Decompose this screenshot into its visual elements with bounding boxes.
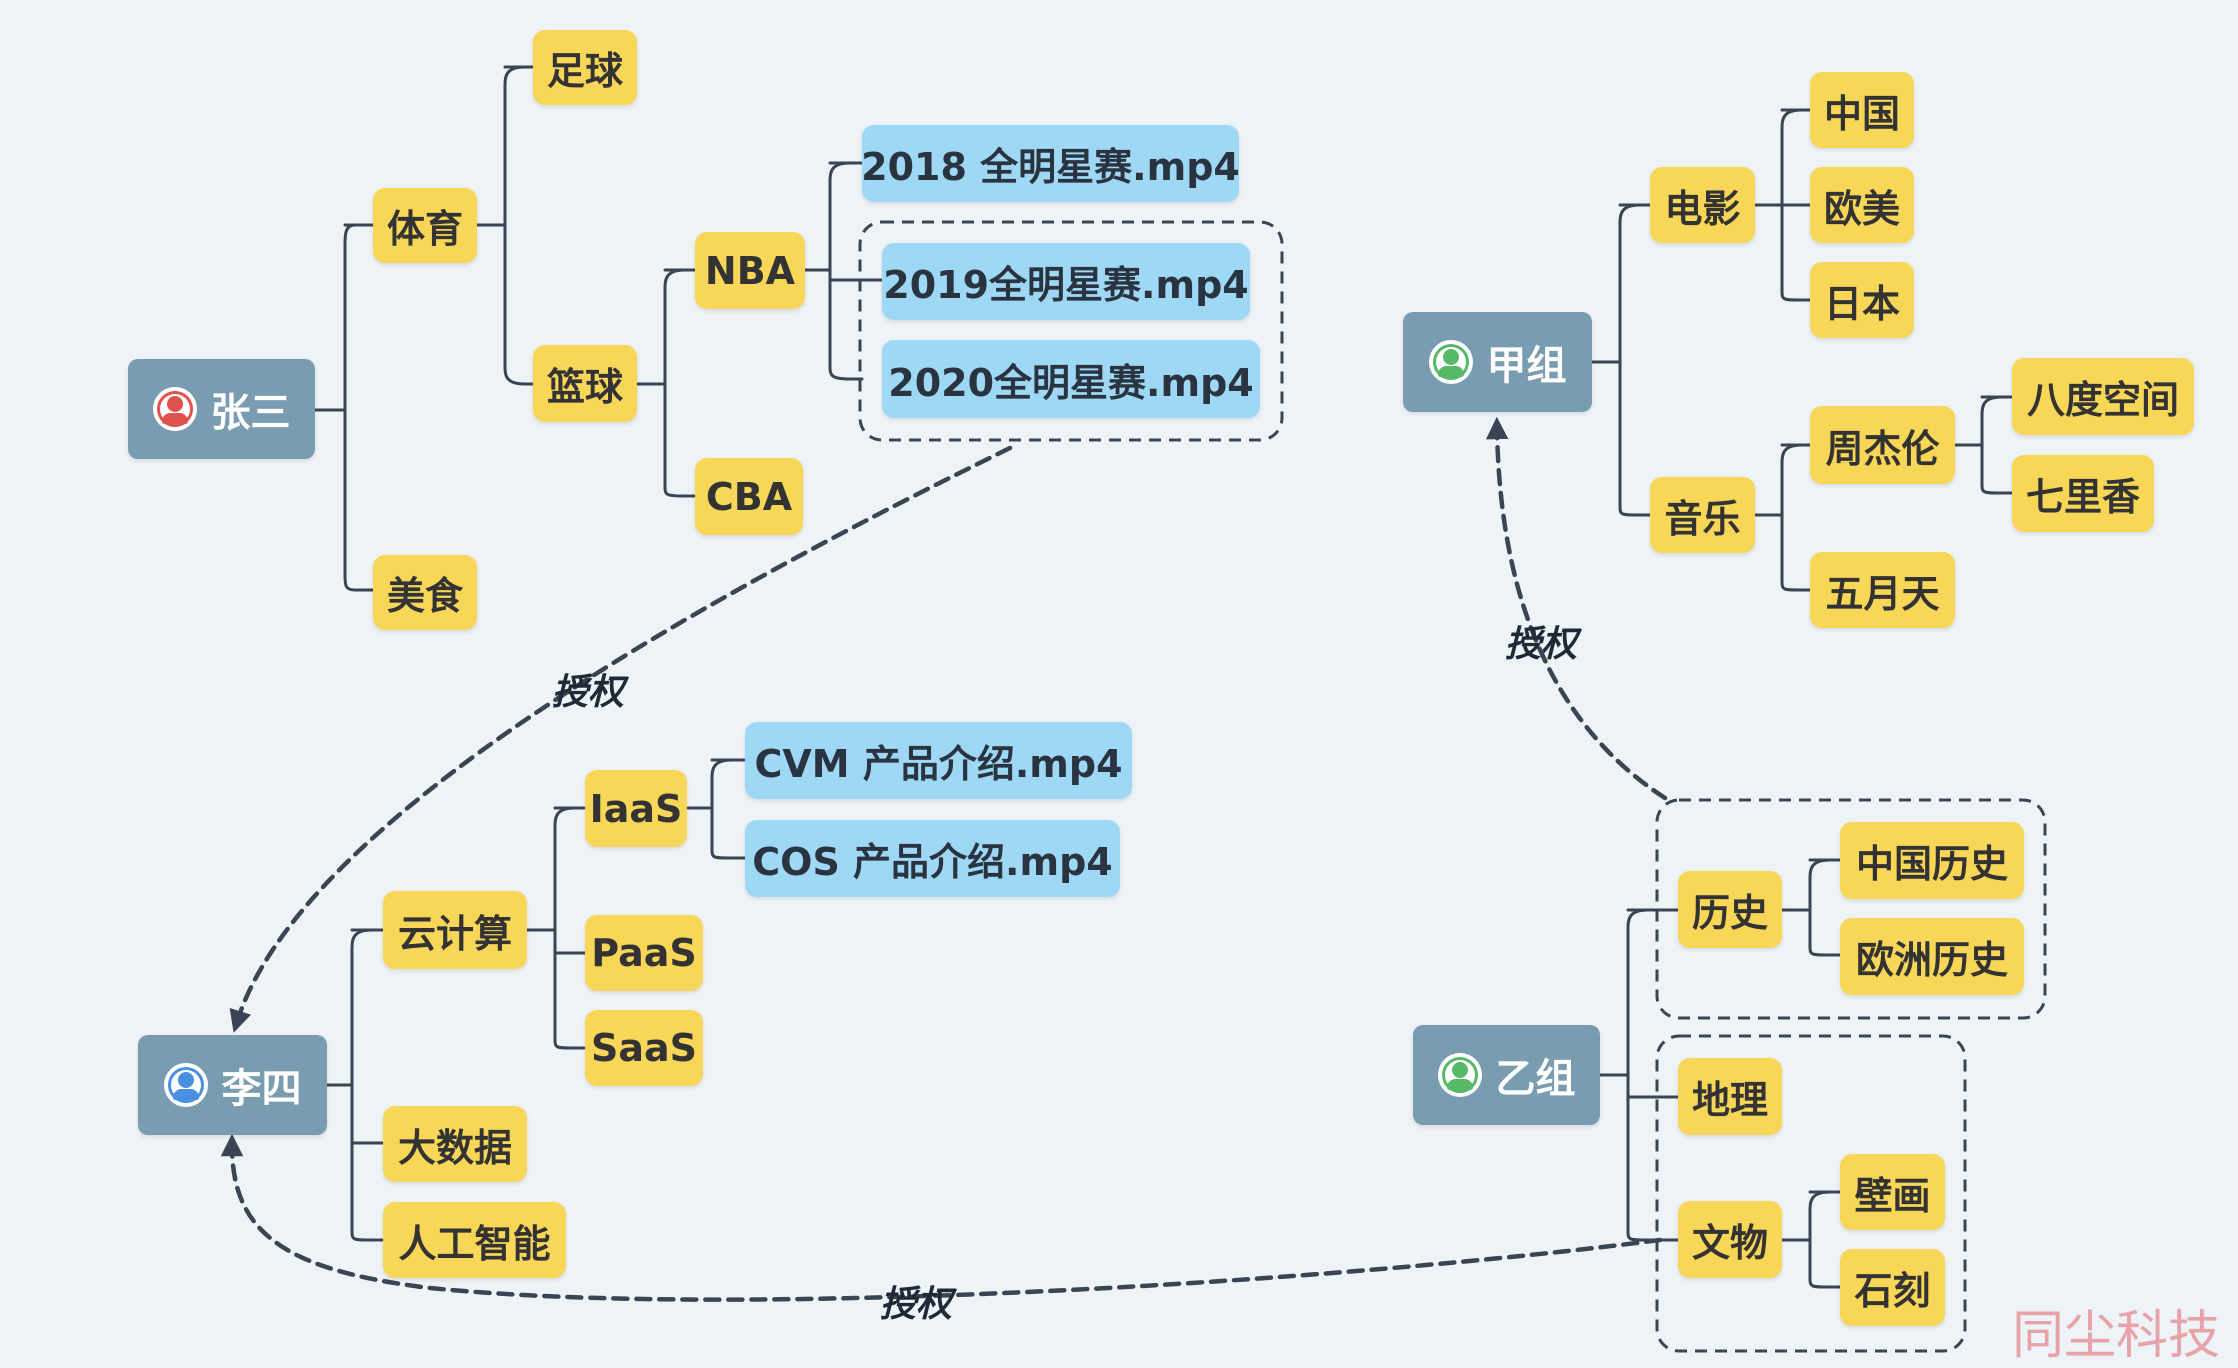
auth-label-zhangsan-lisi: 授权 bbox=[552, 672, 625, 713]
root-jiazu[interactable]: 甲组 bbox=[1403, 312, 1592, 412]
root-yizu[interactable]: 乙组 bbox=[1413, 1025, 1600, 1125]
file-2018-allstar[interactable]: 2018 全明星赛.mp4 bbox=[861, 125, 1240, 202]
root-label: 张三 bbox=[210, 390, 291, 436]
topic-iaas[interactable]: IaaS bbox=[585, 770, 687, 847]
root-zhangsan[interactable]: 张三 bbox=[128, 359, 315, 459]
topic-nba[interactable]: NBA bbox=[695, 232, 805, 309]
topic-food[interactable]: 美食 bbox=[373, 555, 477, 630]
topic-mural[interactable]: 壁画 bbox=[1840, 1154, 1945, 1230]
topic-music[interactable]: 音乐 bbox=[1650, 477, 1755, 553]
topic-relics[interactable]: 文物 bbox=[1678, 1201, 1782, 1278]
topic-movie[interactable]: 电影 bbox=[1650, 167, 1755, 243]
topic-football[interactable]: 足球 bbox=[533, 30, 637, 105]
topic-sports[interactable]: 体育 bbox=[373, 188, 477, 263]
topic-cba[interactable]: CBA bbox=[695, 458, 803, 535]
topic-ai[interactable]: 人工智能 bbox=[383, 1202, 566, 1278]
topic-china-history[interactable]: 中国历史 bbox=[1840, 822, 2024, 899]
topic-paas[interactable]: PaaS bbox=[585, 915, 703, 991]
topic-basketball[interactable]: 篮球 bbox=[533, 345, 637, 422]
user-avatar-icon bbox=[152, 387, 197, 431]
topic-geography[interactable]: 地理 bbox=[1678, 1058, 1782, 1135]
topic-europe-history[interactable]: 欧洲历史 bbox=[1840, 918, 2024, 995]
group-avatar-icon bbox=[1428, 340, 1473, 384]
file-cos-intro[interactable]: COS 产品介绍.mp4 bbox=[745, 820, 1120, 897]
topic-euam[interactable]: 欧美 bbox=[1810, 167, 1914, 243]
topic-china[interactable]: 中国 bbox=[1810, 72, 1914, 148]
topic-history[interactable]: 历史 bbox=[1678, 871, 1782, 948]
watermark: 同尘科技 bbox=[2012, 1306, 2221, 1366]
topic-qilixiang[interactable]: 七里香 bbox=[2012, 455, 2154, 532]
auth-arrow-yizu-to-lisi bbox=[220, 1133, 1663, 1302]
group-avatar-icon bbox=[1437, 1053, 1482, 1097]
file-2020-allstar[interactable]: 2020全明星赛.mp4 bbox=[882, 340, 1260, 418]
topic-jay-chou[interactable]: 周杰伦 bbox=[1810, 406, 1955, 484]
auth-arrow-zhangsan-to-lisi bbox=[229, 445, 1013, 1033]
root-lisi[interactable]: 李四 bbox=[138, 1035, 327, 1135]
file-2019-allstar[interactable]: 2019全明星赛.mp4 bbox=[882, 243, 1250, 320]
root-label: 甲组 bbox=[1486, 343, 1567, 389]
topic-stone-carving[interactable]: 石刻 bbox=[1840, 1249, 1945, 1326]
topic-big-data[interactable]: 大数据 bbox=[383, 1106, 527, 1182]
topic-japan[interactable]: 日本 bbox=[1810, 262, 1914, 338]
auth-arrow-yizu-to-jiazu bbox=[1485, 416, 1668, 801]
file-cvm-intro[interactable]: CVM 产品介绍.mp4 bbox=[745, 722, 1132, 799]
user-avatar-icon bbox=[163, 1063, 208, 1107]
auth-label-yizu-jiazu: 授权 bbox=[1505, 624, 1578, 665]
root-label: 乙组 bbox=[1495, 1056, 1576, 1102]
topic-mayday[interactable]: 五月天 bbox=[1810, 552, 1955, 628]
root-label: 李四 bbox=[221, 1066, 302, 1112]
auth-label-yizu-lisi: 授权 bbox=[880, 1284, 953, 1325]
topic-saas[interactable]: SaaS bbox=[585, 1010, 703, 1086]
topic-cloud-computing[interactable]: 云计算 bbox=[383, 891, 527, 969]
topic-badu-kongjian[interactable]: 八度空间 bbox=[2012, 358, 2194, 435]
